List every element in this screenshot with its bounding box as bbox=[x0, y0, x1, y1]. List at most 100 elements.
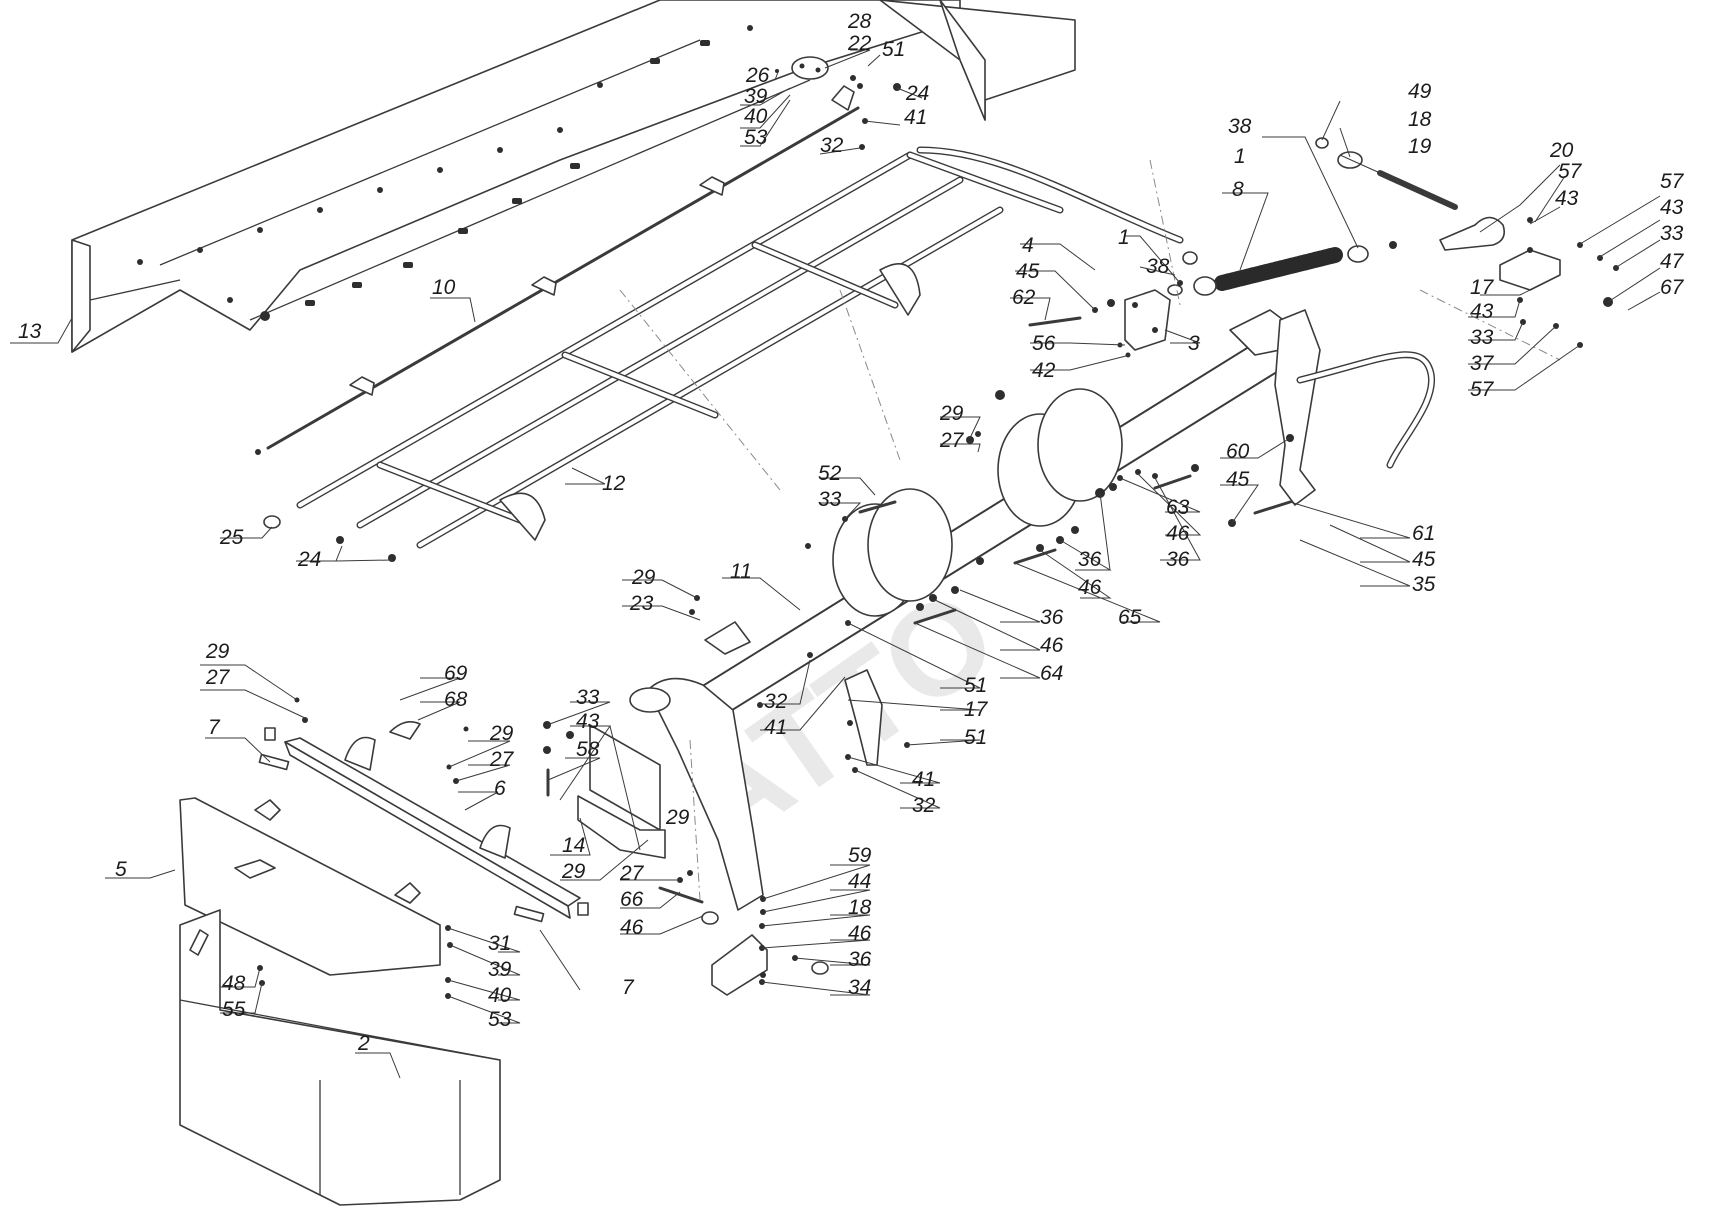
callout-57-a: 57 bbox=[1558, 160, 1583, 183]
callout-45-c: 45 bbox=[1412, 548, 1436, 571]
part-11-main-beam bbox=[589, 309, 1436, 911]
callout-13: 13 bbox=[18, 320, 42, 343]
callout-68: 68 bbox=[444, 688, 468, 711]
callout-35: 35 bbox=[1412, 573, 1436, 596]
callout-18-low: 18 bbox=[848, 896, 872, 919]
callout-24-left: 24 bbox=[297, 548, 321, 571]
part-8-spring bbox=[1182, 241, 1397, 296]
center-lines bbox=[619, 159, 1561, 901]
callout-47: 47 bbox=[1660, 250, 1685, 273]
callout-48: 48 bbox=[222, 972, 246, 995]
callout-39: 39 bbox=[744, 85, 768, 108]
callout-36-d: 36 bbox=[848, 948, 872, 971]
callout-36-c: 36 bbox=[1040, 606, 1064, 629]
callout-51: 51 bbox=[882, 38, 905, 61]
callout-51-mid: 51 bbox=[964, 674, 987, 697]
callout-29-d: 29 bbox=[489, 722, 514, 745]
callout-24: 24 bbox=[905, 82, 929, 105]
callout-46-d: 46 bbox=[620, 916, 644, 939]
callout-12: 12 bbox=[602, 472, 626, 495]
callout-33-b: 33 bbox=[1470, 326, 1494, 349]
callout-53-low: 53 bbox=[488, 1008, 512, 1031]
callout-11: 11 bbox=[730, 560, 752, 583]
callout-18-top: 18 bbox=[1408, 108, 1432, 131]
callout-32-mid: 32 bbox=[764, 690, 788, 713]
part-6-cross-beam bbox=[258, 721, 589, 923]
callout-41-mid: 41 bbox=[764, 716, 787, 739]
callout-20: 20 bbox=[1549, 139, 1574, 162]
callout-61: 61 bbox=[1412, 522, 1435, 545]
callout-55: 55 bbox=[222, 998, 246, 1021]
part-20-lever bbox=[1439, 216, 1506, 251]
callout-1-mid: 1 bbox=[1118, 226, 1130, 249]
callout-57-b: 57 bbox=[1660, 170, 1685, 193]
callout-40-low: 40 bbox=[488, 984, 512, 1007]
callout-28: 28 bbox=[847, 10, 872, 33]
callout-8: 8 bbox=[1232, 178, 1244, 201]
callout-32-low: 32 bbox=[912, 794, 936, 817]
callout-labels: 13 28 22 51 26 39 40 53 24 41 32 10 12 2… bbox=[18, 10, 1685, 1055]
callout-39-low: 39 bbox=[488, 958, 512, 981]
callout-29-c: 29 bbox=[205, 640, 230, 663]
callout-25: 25 bbox=[219, 526, 244, 549]
callout-49: 49 bbox=[1408, 80, 1432, 103]
callout-43-d: 43 bbox=[576, 710, 600, 733]
callout-66: 66 bbox=[620, 888, 644, 911]
callout-29-f: 29 bbox=[665, 806, 690, 829]
callout-41-low: 41 bbox=[912, 768, 935, 791]
callout-67: 67 bbox=[1660, 276, 1685, 299]
callout-60: 60 bbox=[1226, 440, 1250, 463]
callout-38-mid: 38 bbox=[1146, 255, 1170, 278]
callout-46-e: 46 bbox=[848, 922, 872, 945]
callout-52: 52 bbox=[818, 462, 842, 485]
callout-43-c: 43 bbox=[1470, 300, 1494, 323]
callout-27-f: 27 bbox=[619, 862, 645, 885]
callout-36-b: 36 bbox=[1078, 548, 1102, 571]
callout-29-a: 29 bbox=[939, 402, 964, 425]
callout-22: 22 bbox=[847, 32, 872, 55]
callout-1-top: 1 bbox=[1234, 145, 1246, 168]
callout-7-a: 7 bbox=[208, 716, 221, 739]
part-18-bottom-bracket bbox=[658, 886, 829, 996]
callout-41: 41 bbox=[904, 106, 927, 129]
callout-33-d: 33 bbox=[576, 686, 600, 709]
callout-40: 40 bbox=[744, 105, 768, 128]
callout-7-b: 7 bbox=[622, 976, 635, 999]
callout-27-c: 27 bbox=[205, 666, 231, 689]
callout-64: 64 bbox=[1040, 662, 1063, 685]
callout-33-c: 33 bbox=[818, 488, 842, 511]
callout-31: 31 bbox=[488, 932, 511, 955]
callout-46-b: 46 bbox=[1078, 576, 1102, 599]
part-14-plate bbox=[577, 795, 666, 859]
callout-44: 44 bbox=[848, 870, 871, 893]
part-28-flange bbox=[791, 56, 829, 80]
callout-14: 14 bbox=[562, 834, 585, 857]
callout-65: 65 bbox=[1118, 606, 1142, 629]
callout-69: 69 bbox=[444, 662, 468, 685]
part-10-rod bbox=[255, 106, 860, 455]
callout-29-e: 29 bbox=[561, 860, 586, 883]
callout-26: 26 bbox=[745, 64, 770, 87]
callout-45-b: 45 bbox=[1226, 468, 1250, 491]
callout-2: 2 bbox=[357, 1032, 370, 1055]
callout-38-top: 38 bbox=[1228, 115, 1252, 138]
callout-53: 53 bbox=[744, 126, 768, 149]
callout-4: 4 bbox=[1022, 234, 1034, 257]
callout-58: 58 bbox=[576, 738, 600, 761]
callout-6: 6 bbox=[494, 777, 506, 800]
callout-57-c: 57 bbox=[1470, 378, 1495, 401]
callout-56: 56 bbox=[1032, 332, 1056, 355]
callout-62: 62 bbox=[1012, 286, 1036, 309]
part-clip-bracket bbox=[831, 85, 855, 111]
callout-34: 34 bbox=[848, 976, 871, 999]
callout-33-a: 33 bbox=[1660, 222, 1684, 245]
callout-17-right: 17 bbox=[1470, 276, 1495, 299]
callout-19: 19 bbox=[1408, 135, 1432, 158]
callout-46-a: 46 bbox=[1166, 522, 1190, 545]
callout-42: 42 bbox=[1032, 359, 1056, 382]
part-12-frame bbox=[263, 146, 1184, 562]
callout-17-mid: 17 bbox=[964, 698, 989, 721]
callout-43-b: 43 bbox=[1660, 196, 1684, 219]
part-3-plate bbox=[1028, 280, 1183, 358]
